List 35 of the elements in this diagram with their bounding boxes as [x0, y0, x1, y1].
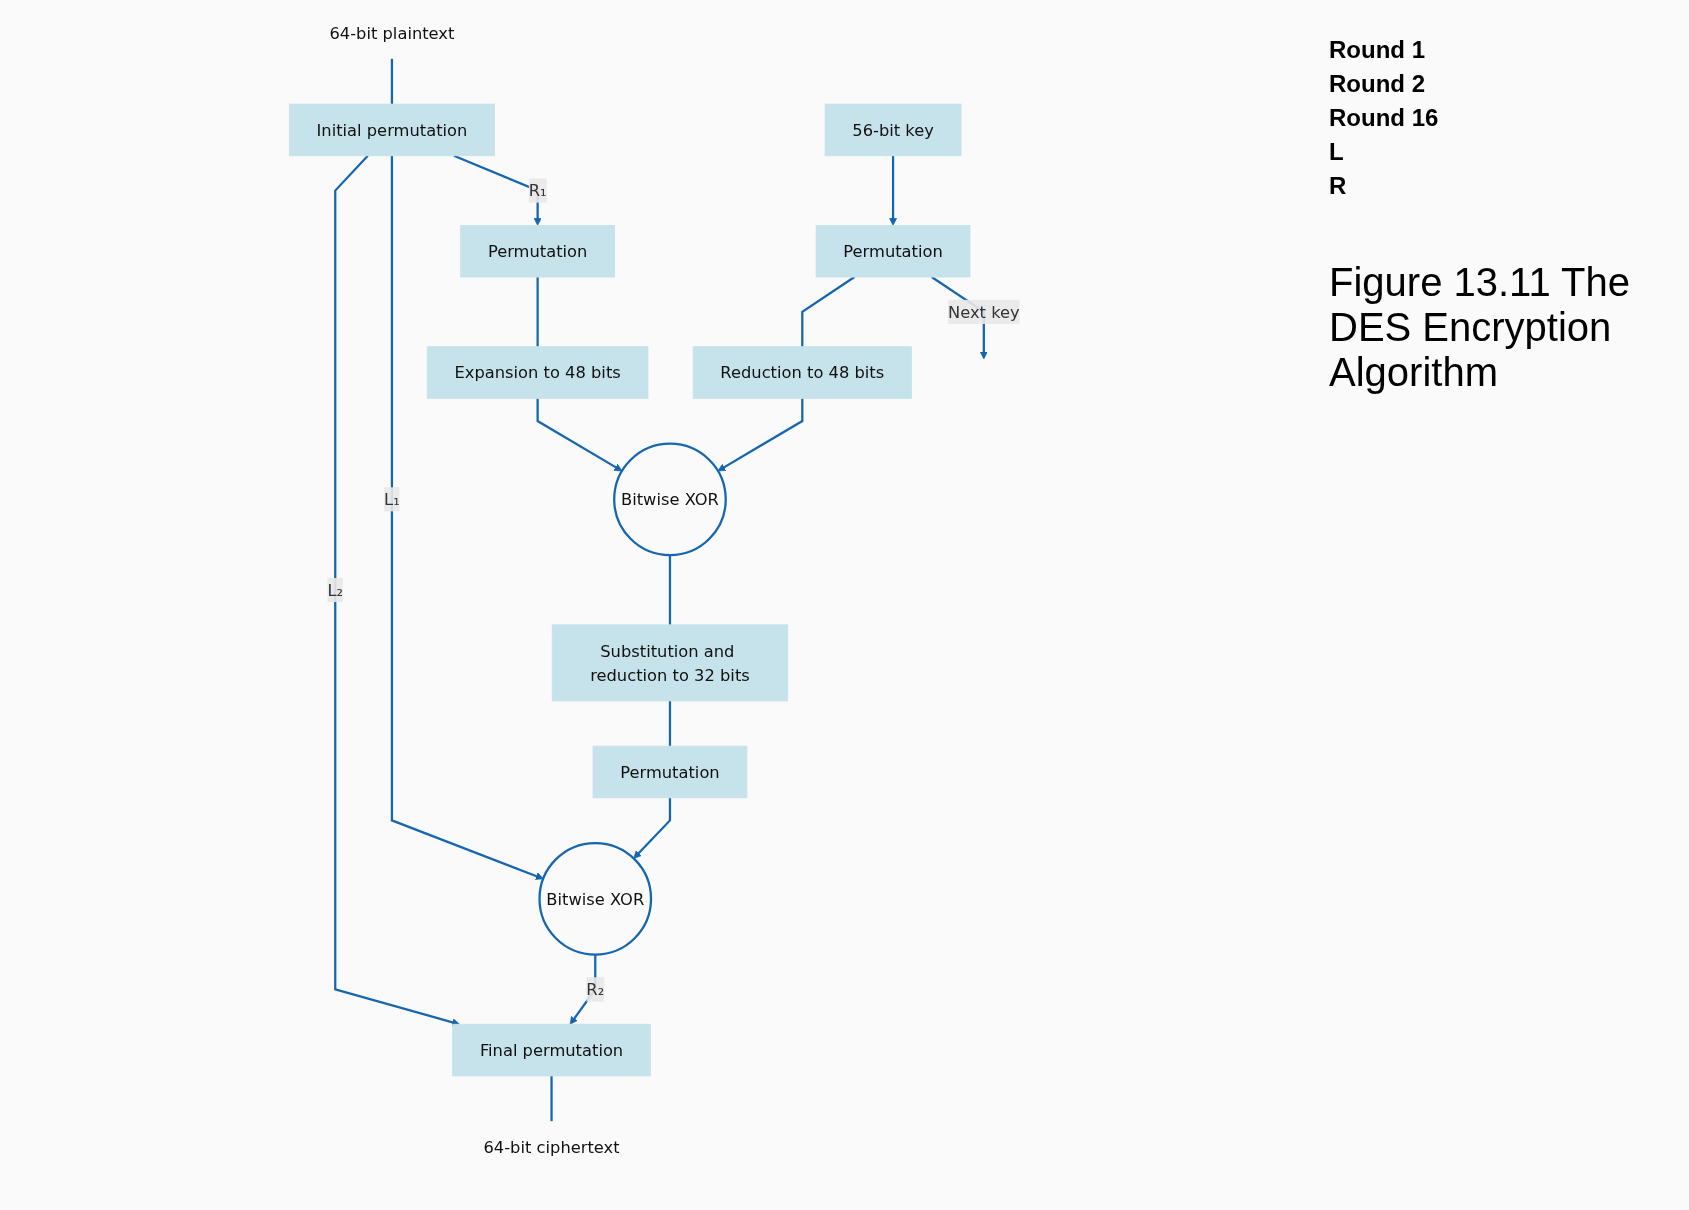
figure-caption: Figure 13.11 The DES Encryption Algorithm: [1329, 260, 1631, 395]
node-box: Substitution and reduction to 32 bits: [551, 624, 789, 702]
connector: [668, 700, 672, 747]
round-label: R: [1329, 172, 1348, 200]
node-box: Final permutation: [452, 1023, 651, 1077]
node-text: 64-bit ciphertext: [483, 1137, 620, 1157]
node-box: Initial permutation: [288, 103, 495, 157]
arrow: [633, 797, 672, 859]
edge-label: Next key: [947, 302, 1020, 322]
node-text: 64-bit plaintext: [329, 23, 455, 43]
node-box: 56-bit key: [824, 103, 962, 157]
connector: [550, 1075, 553, 1122]
arrow: [717, 398, 804, 472]
connector: [390, 58, 394, 105]
round-label: Round 2: [1329, 70, 1426, 98]
round-label: L: [1329, 138, 1345, 166]
connector: [536, 277, 539, 347]
connector: [668, 555, 672, 625]
edge-label: R₁: [528, 181, 547, 201]
edge-label: L₁: [384, 489, 400, 509]
arrow: [334, 154, 460, 1027]
node-box: Reduction to 48 bits: [692, 346, 912, 399]
round-label: Round 1: [1329, 36, 1426, 64]
node-box: Permutation: [592, 745, 748, 799]
round-label: Round 16: [1329, 104, 1440, 132]
edge-label: R₂: [586, 979, 605, 999]
node-box: Expansion to 48 bits: [426, 346, 649, 399]
arrow: [536, 398, 623, 472]
arrow: [889, 155, 898, 226]
connector: [801, 276, 856, 347]
node-circle: Bitwise XOR: [538, 841, 653, 956]
node-box: Permutation: [815, 225, 971, 278]
node-circle: Bitwise XOR: [613, 442, 727, 557]
node-box: Permutation: [460, 225, 615, 278]
edge-label: L₂: [327, 580, 344, 600]
